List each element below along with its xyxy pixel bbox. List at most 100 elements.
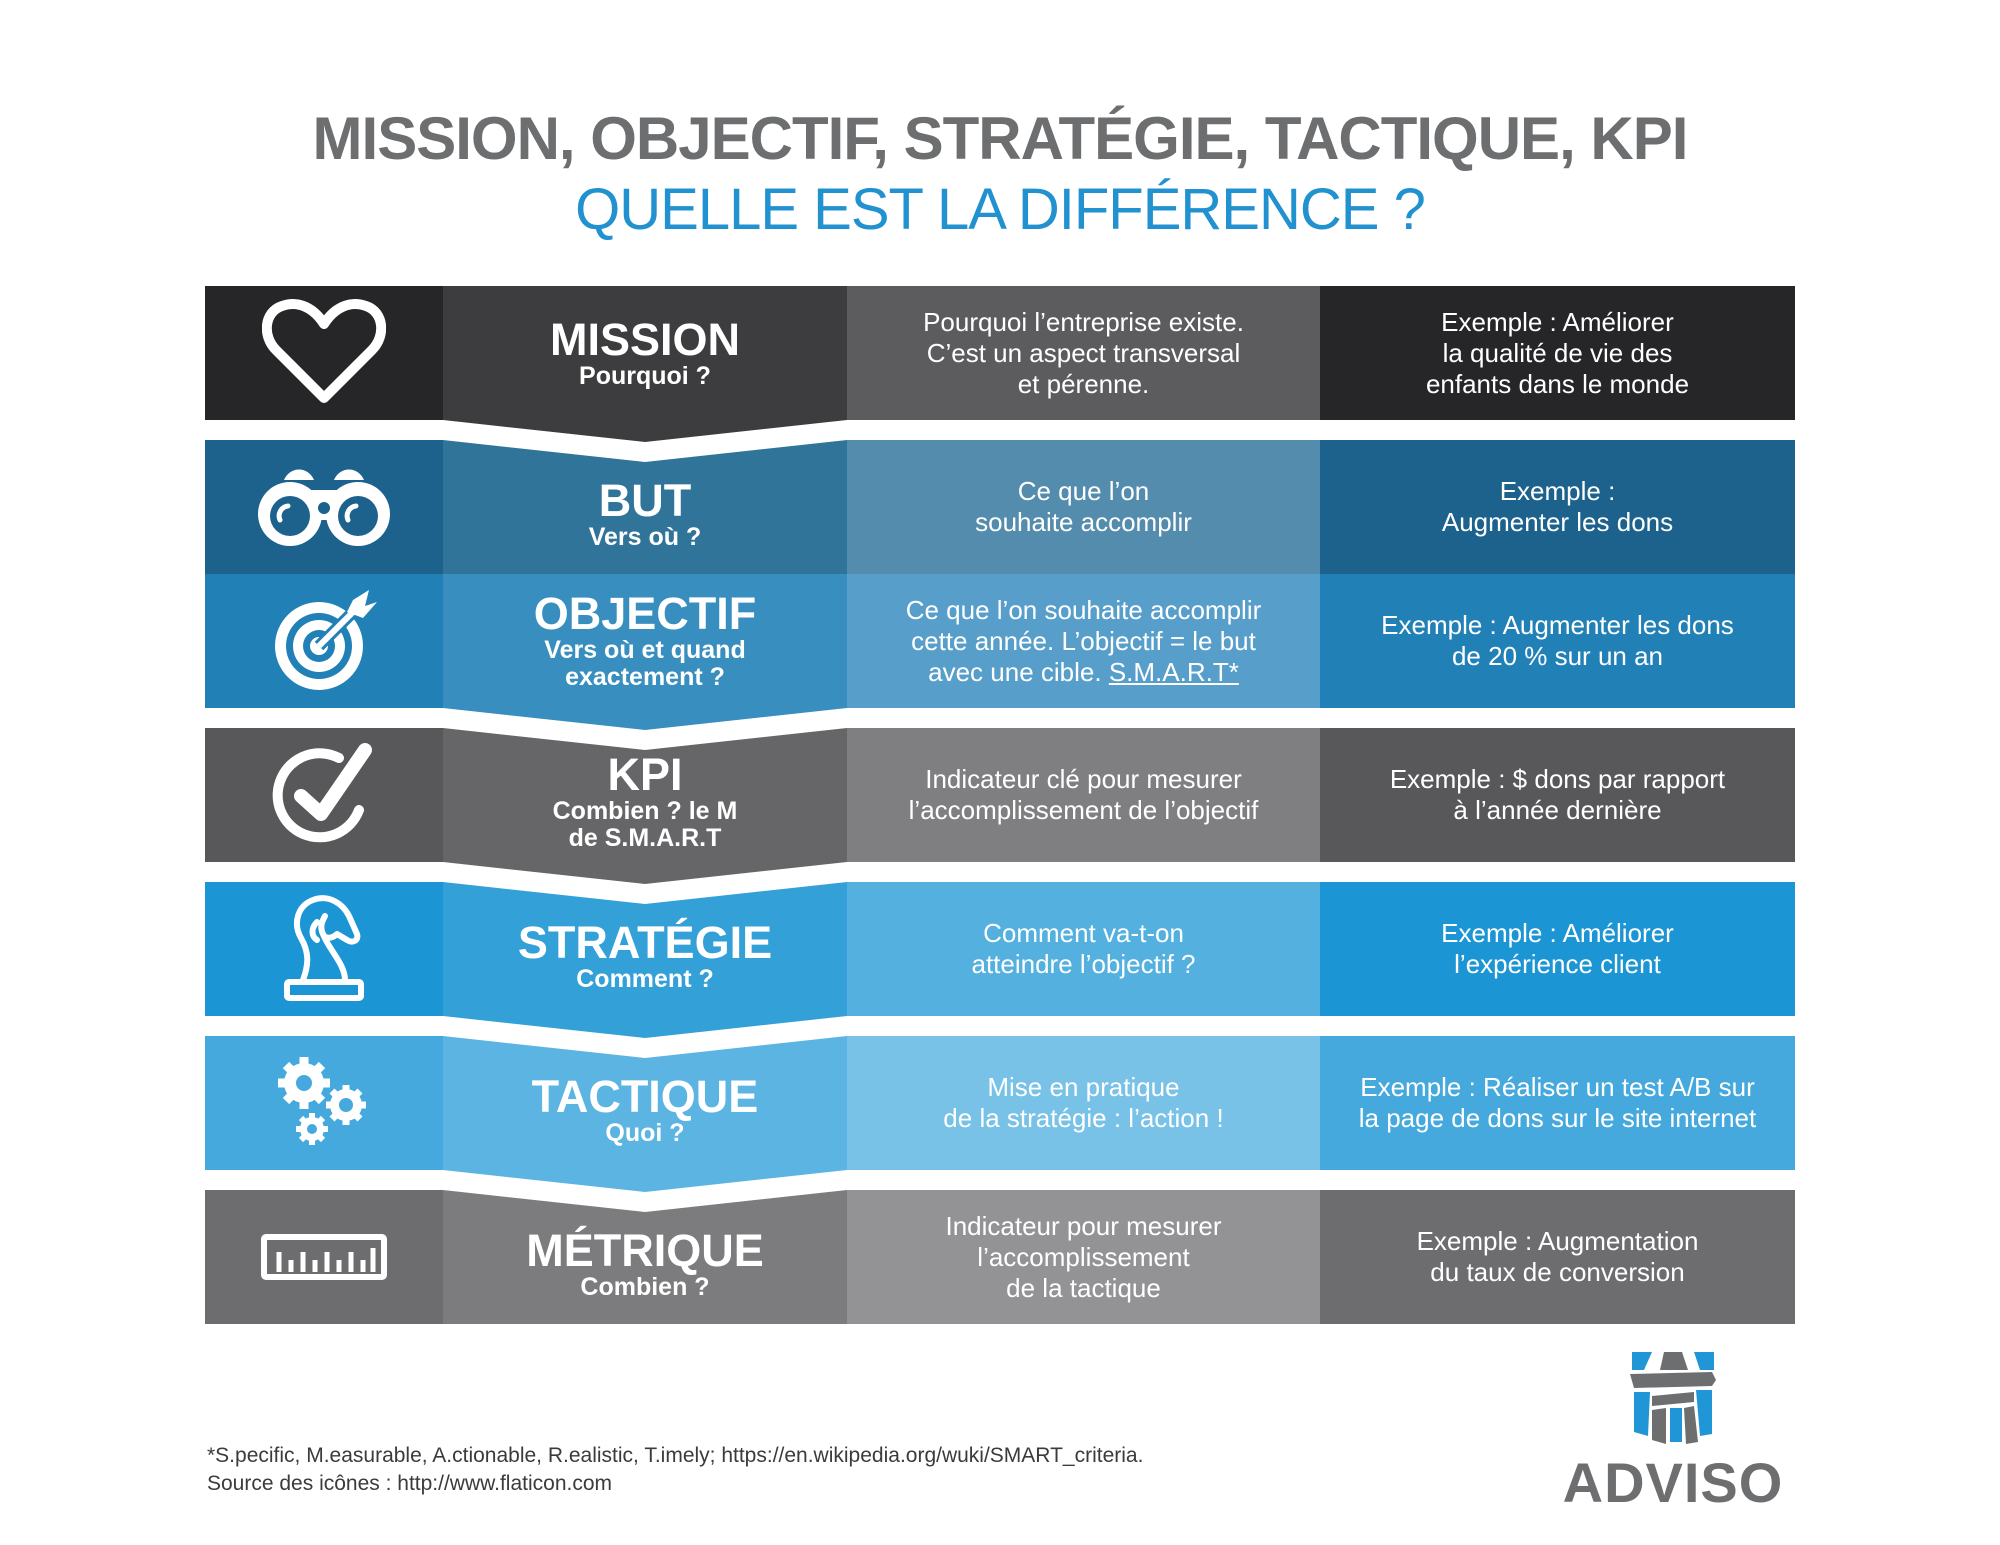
- description-line: Ce que l’on souhaite accomplir: [905, 594, 1262, 625]
- row-title: MISSION: [549, 313, 741, 365]
- mission-description: Pourquoi l’entreprise existe.C’est un as…: [847, 286, 1320, 420]
- chevron-arrow-icon: [443, 862, 847, 884]
- strategie-title-cell: STRATÉGIE Comment ?: [443, 882, 847, 1016]
- row-subtitle: Pourquoi ?: [579, 361, 711, 390]
- strategie-icon-cell: [205, 882, 443, 1016]
- but-title-cell: BUT Vers où ?: [443, 440, 847, 574]
- description-line: souhaite accomplir: [975, 507, 1192, 537]
- chess-knight-icon: [279, 894, 369, 1004]
- example-line: à l’année dernière: [1453, 795, 1662, 825]
- example-line: la qualité de vie des: [1442, 337, 1673, 368]
- smart-footnote-link[interactable]: S.M.A.R.T*: [1108, 656, 1239, 687]
- description-line: de la stratégie : l’action !: [943, 1103, 1224, 1133]
- description-line: avec une cible.: [928, 656, 1102, 687]
- example-line: Exemple : Augmenter les dons: [1381, 610, 1734, 640]
- page-title: MISSION, OBJECTIF, STRATÉGIE, TACTIQUE, …: [312, 105, 1689, 172]
- but-icon-cell: [205, 440, 443, 574]
- example-line: la page de dons sur le site internet: [1358, 1103, 1757, 1133]
- tactique-title-cell: TACTIQUE Quoi ?: [443, 1036, 847, 1170]
- row-subtitle: Quoi ?: [605, 1118, 685, 1147]
- kpi-title-cell: KPI Combien ? le M de S.M.A.R.T: [443, 728, 847, 862]
- example-line: Exemple : Améliorer: [1441, 918, 1674, 948]
- adviso-logo: ADVISO: [1548, 1350, 1798, 1514]
- description-line: Comment va-t-on: [983, 918, 1184, 948]
- chevron-notch: [443, 420, 847, 442]
- notch-divider: [443, 882, 847, 904]
- example-line: du taux de conversion: [1430, 1257, 1685, 1287]
- target-icon: [269, 586, 379, 696]
- mission-icon-cell: [205, 286, 443, 420]
- description-line: l’accomplissement: [977, 1241, 1190, 1272]
- description-line: Pourquoi l’entreprise existe.: [923, 306, 1244, 337]
- row-title: OBJECTIF: [533, 588, 757, 639]
- row-kpi: KPI Combien ? le M de S.M.A.R.T Indicate…: [205, 728, 1795, 862]
- row-subtitle: Comment ?: [576, 964, 714, 993]
- row-title: STRATÉGIE: [517, 916, 773, 968]
- footnote: *S.pecific, M.easurable, A.ctionable, R.…: [207, 1442, 1143, 1498]
- example-line: Exemple : Réaliser un test A/B sur: [1360, 1072, 1755, 1102]
- example-line: l’expérience client: [1454, 949, 1661, 979]
- chevron-arrow-icon: [443, 420, 847, 442]
- heart-icon: [262, 298, 386, 408]
- notch-divider: [443, 1036, 847, 1058]
- objectif-icon-cell: [205, 574, 443, 708]
- row-subtitle-line: de S.M.A.R.T: [568, 824, 722, 852]
- row-subtitle-line: Combien ? le M: [552, 797, 738, 825]
- page-subtitle: QUELLE EST LA DIFFÉRENCE ?: [575, 177, 1426, 242]
- metrique-icon-cell: [205, 1190, 443, 1324]
- row-subtitle: Vers où ?: [588, 522, 702, 551]
- description-line: et pérenne.: [1017, 368, 1150, 399]
- description-line: Indicateur clé pour mesurer: [925, 764, 1242, 794]
- chevron-arrow-icon: [443, 1170, 847, 1192]
- chevron-arrow-icon: [443, 1016, 847, 1038]
- row-title: TACTIQUE: [531, 1070, 759, 1122]
- gears-icon: [274, 1053, 374, 1153]
- checkmark-icon: [269, 740, 379, 850]
- row-subtitle-line: Vers où et quand: [544, 636, 746, 664]
- icon-source-credit: Source des icônes : http://www.flaticon.…: [207, 1472, 613, 1495]
- row-title: BUT: [598, 474, 692, 526]
- row-title: KPI: [607, 749, 683, 800]
- row-subtitle: Combien ?: [580, 1272, 710, 1301]
- description-line: de la tactique: [1006, 1272, 1161, 1303]
- row-metrique: MÉTRIQUE Combien ? Indicateur pour mesur…: [205, 1190, 1795, 1324]
- example-line: Exemple : Augmentation: [1416, 1226, 1699, 1256]
- example-line: de 20 % sur un an: [1451, 641, 1664, 671]
- row-objectif: OBJECTIF Vers où et quand exactement ? C…: [205, 574, 1795, 708]
- smart-footnote: *S.pecific, M.easurable, A.ctionable, R.…: [207, 1444, 1144, 1467]
- example-line: Exemple :: [1499, 476, 1616, 506]
- example-line: Exemple : $ dons par rapport: [1389, 764, 1726, 794]
- mission-title-cell: MISSION Pourquoi ?: [443, 286, 847, 420]
- description-line: C’est un aspect transversal: [926, 337, 1241, 368]
- row-title: MÉTRIQUE: [526, 1224, 764, 1276]
- adviso-wordmark: ADVISO: [1562, 1451, 1784, 1514]
- description-line: l’accomplissement de l’objectif: [908, 795, 1259, 825]
- binoculars-icon: [254, 462, 394, 552]
- description-line: Ce que l’on: [1017, 476, 1150, 506]
- description-line: cette année. L’objectif = le but: [911, 625, 1256, 656]
- notch-divider: [443, 1190, 847, 1212]
- example-line: enfants dans le monde: [1425, 368, 1690, 399]
- example-line: Exemple : Améliorer: [1441, 306, 1674, 337]
- description-line: Mise en pratique: [987, 1072, 1180, 1102]
- chevron-arrow-icon: [443, 708, 847, 730]
- inukshuk-logo-icon: [1630, 1352, 1716, 1444]
- but-example: Exemple :Augmenter les dons: [1320, 440, 1795, 574]
- metrique-title-cell: MÉTRIQUE Combien ?: [443, 1190, 847, 1324]
- example-line: Augmenter les dons: [1441, 507, 1674, 537]
- row-subtitle-line: exactement ?: [565, 663, 725, 691]
- ruler-icon: [261, 1234, 387, 1280]
